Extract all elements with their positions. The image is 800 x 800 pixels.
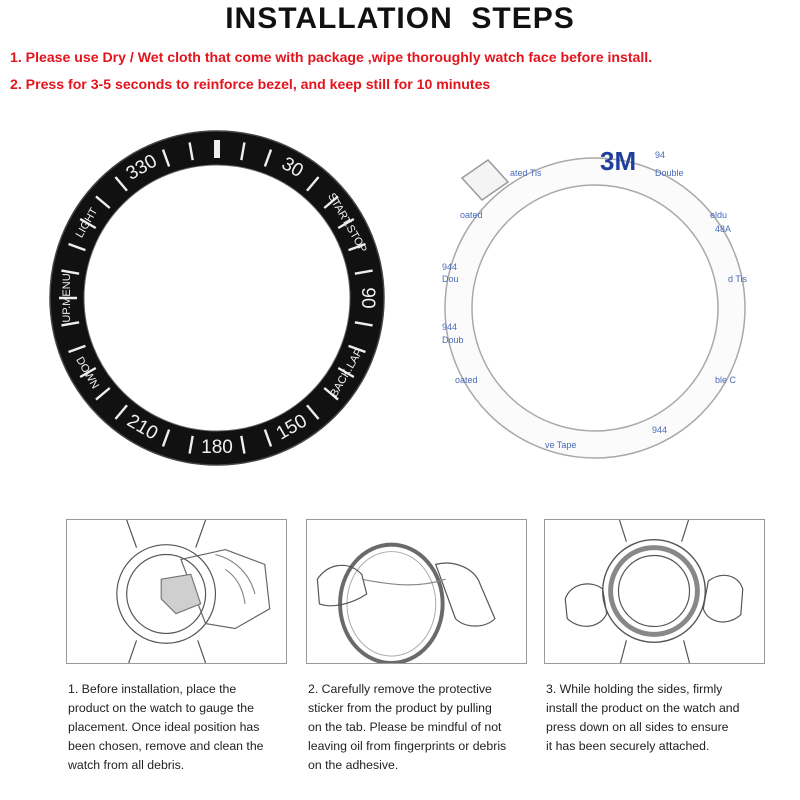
tape-print-text: oated [460, 210, 483, 220]
bezel-tick [337, 217, 355, 230]
bezel-tick [263, 149, 273, 167]
step-2-line: on the tab. Please be mindful of not [308, 720, 502, 734]
step-3-line: it has been securely attached. [546, 739, 710, 753]
tape-print-text: ve Tape [545, 440, 576, 450]
step-2-line: 2. Carefully remove the protective [308, 682, 492, 696]
bezel-tick [114, 176, 128, 192]
tape-print-text: Double [655, 168, 684, 178]
step-1-illustration [66, 519, 287, 664]
bezel-number: 90 [357, 287, 378, 308]
step-3-line: install the product on the watch and [546, 701, 740, 715]
bezel-tick [114, 404, 128, 420]
step-1-line: placement. Once ideal position has [68, 720, 260, 734]
step-2-text: 2. Carefully remove the protective stick… [308, 680, 548, 775]
step-3-text: 3. While holding the sides, firmly insta… [546, 680, 786, 756]
tape-print-text: 94 [655, 150, 665, 160]
bezel-tick [79, 366, 97, 379]
step-3-illustration [544, 519, 765, 664]
tape-brand-3m: 3M [600, 146, 636, 176]
tape-print-text: d Tis [728, 274, 748, 284]
step-3-line: press down on all sides to ensure [546, 720, 729, 734]
step-2-line: leaving oil from fingerprints or debris [308, 739, 507, 753]
tape-print-text: 944 [442, 262, 457, 272]
instruction-1: 1. Please use Dry / Wet cloth that come … [10, 50, 653, 66]
bezel-tick [95, 195, 111, 209]
bezel-tick [240, 435, 246, 454]
tape-print-text: ble C [715, 375, 737, 385]
bezel-tick [68, 344, 86, 354]
bezel-tick [323, 195, 339, 209]
step-3-line: 3. While holding the sides, firmly [546, 682, 723, 696]
tape-print-text: ated Tis [510, 168, 542, 178]
tape-print-text: Doub [442, 335, 464, 345]
bezel-tick [348, 344, 366, 354]
bezel-tick [354, 321, 373, 327]
bezel-tick [161, 429, 171, 447]
step-2-line: sticker from the product by pulling [308, 701, 492, 715]
bezel-tick [188, 435, 194, 454]
step-1-line: watch from all debris. [68, 758, 185, 772]
bezel-tick [95, 387, 111, 401]
bezel-tick [61, 321, 80, 327]
step-1-text: 1. Before installation, place the produc… [68, 680, 308, 775]
step-2-illustration [306, 519, 527, 664]
bezel-tick [354, 269, 373, 275]
bezel-word: UP.MENU [61, 273, 73, 322]
tape-tab [460, 159, 510, 201]
bezel-tick [240, 142, 246, 161]
bezel-ring [50, 131, 384, 465]
tape-print-text: 944 [652, 425, 667, 435]
step-1-line: been chosen, remove and clean the [68, 739, 264, 753]
bezel-tick [79, 217, 97, 230]
bezel-tick [306, 404, 320, 420]
bezel-number: 180 [201, 437, 233, 458]
bezel-tick [337, 366, 355, 379]
bezel-tick [161, 149, 171, 167]
tape-print-text: oated [455, 375, 478, 385]
tape-print-text: eldu [710, 210, 727, 220]
bezel-tick [323, 387, 339, 401]
bezel-tick [348, 242, 366, 252]
bezel-tick [68, 242, 86, 252]
bezel-tick [306, 176, 320, 192]
step-1-line: product on the watch to gauge the [68, 701, 254, 715]
tape-print-text: Dou [442, 274, 459, 284]
tape-print-text: 944 [442, 322, 457, 332]
page-title: INSTALLATION STEPS [225, 2, 575, 35]
step-1-line: 1. Before installation, place the [68, 682, 237, 696]
bezel-tick [188, 142, 194, 161]
bezel-tick [263, 429, 273, 447]
instruction-2: 2. Press for 3-5 seconds to reinforce be… [10, 77, 491, 93]
step-2-line: on the adhesive. [308, 758, 399, 772]
tape-print-text: 48A [715, 224, 731, 234]
bezel-tick [61, 269, 80, 275]
